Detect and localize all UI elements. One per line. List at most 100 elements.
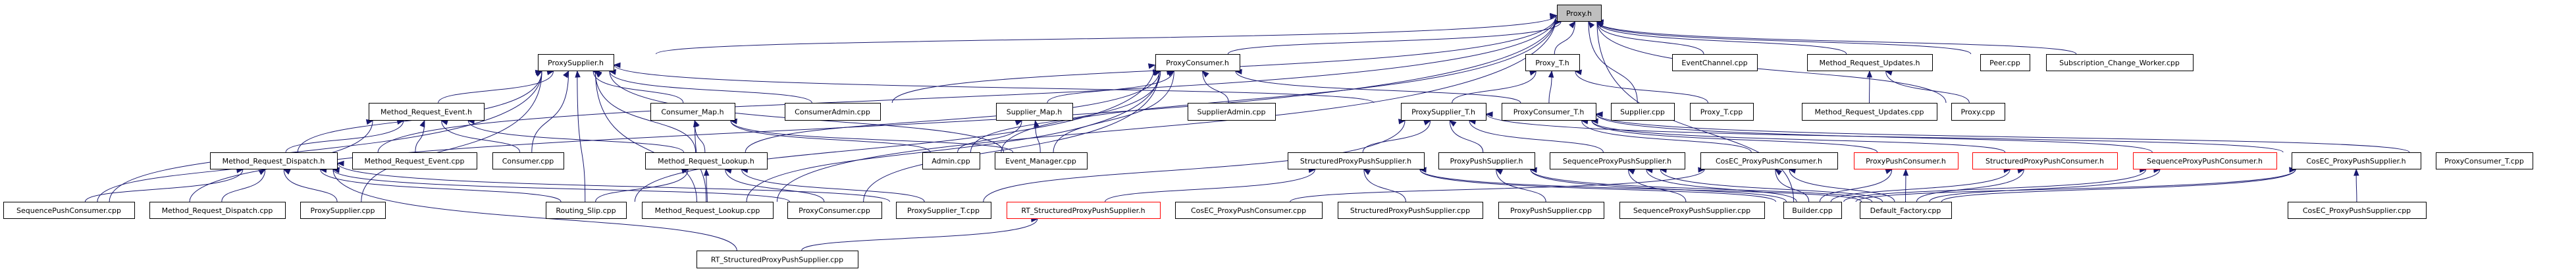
node-label: Supplier.cpp <box>1620 108 1665 117</box>
graph-node-routing-slip-cpp[interactable]: Routing_Slip.cpp <box>546 202 627 219</box>
graph-node-cosec-ppc-h[interactable]: CosEC_ProxyPushConsumer.h <box>1700 152 1838 169</box>
graph-node-proxy-h[interactable]: Proxy.h <box>1557 5 1602 22</box>
edge-arrowhead <box>703 168 710 176</box>
graph-node-peer-cpp[interactable]: Peer.cpp <box>1980 54 2030 71</box>
node-box <box>1980 54 2030 71</box>
graph-node-pps-h[interactable]: ProxyPushSupplier.h <box>1438 152 1535 169</box>
edge-arrowhead <box>563 70 569 78</box>
node-label: Proxy_T.cpp <box>1700 108 1743 117</box>
edge-arrowhead <box>1885 169 1893 175</box>
node-label: CosEC_ProxyPushConsumer.cpp <box>1191 206 1306 215</box>
graph-node-supplieradmin-cpp[interactable]: SupplierAdmin.cpp <box>1188 103 1276 121</box>
graph-node-proxy-cpp[interactable]: Proxy.cpp <box>1951 103 2005 121</box>
graph-node-proxysupplier-cpp[interactable]: ProxySupplier.cpp <box>300 202 386 219</box>
node-box <box>1611 103 1675 121</box>
graph-node-proxyconsumer-h[interactable]: ProxyConsumer.h <box>1155 54 1240 71</box>
edge-proxy-cpp-to-mr-updates-h <box>1885 71 1970 104</box>
node-box <box>787 202 882 219</box>
graph-node-event-manager-cpp[interactable]: Event_Manager.cpp <box>995 152 1088 169</box>
graph-node-proxysupplier-t-h[interactable]: ProxySupplier_T.h <box>1401 103 1486 121</box>
graph-node-seqppc-h[interactable]: SequenceProxyPushConsumer.h <box>2133 152 2277 169</box>
graph-node-proxy-t-h[interactable]: Proxy_T.h <box>1525 54 1580 71</box>
graph-node-subchange-cpp[interactable]: Subscription_Change_Worker.cpp <box>2046 54 2194 71</box>
node-box <box>1972 152 2118 169</box>
edge-structpps-cpp-to-structpps-h <box>1363 169 1406 202</box>
node-label: Peer.cpp <box>1989 59 2020 67</box>
graph-node-mr-event-cpp[interactable]: Method_Request_Event.cpp <box>352 152 477 169</box>
edge-proxysupplier-cpp-to-mr-dispatch-h <box>283 169 338 202</box>
graph-node-proxyconsumer-t-h[interactable]: ProxyConsumer_T.h <box>1502 103 1596 121</box>
node-box <box>2288 202 2427 219</box>
graph-node-consumer-cpp[interactable]: Consumer.cpp <box>492 152 564 169</box>
graph-node-builder-cpp[interactable]: Builder.cpp <box>1783 202 1842 219</box>
graph-node-mr-updates-h[interactable]: Method_Request_Updates.h <box>1807 54 1933 71</box>
node-label: Supplier_Map.h <box>1007 108 1063 117</box>
edge-seqppc-h-to-proxyconsumer-t-h <box>1596 113 2153 153</box>
graph-node-cosec-ppc-cpp[interactable]: CosEC_ProxyPushConsumer.cpp <box>1175 202 1323 219</box>
graph-node-consumeradmin-cpp[interactable]: ConsumerAdmin.cpp <box>785 103 881 121</box>
edge-builder-cpp-to-cosec-ppc-h <box>1775 169 1810 202</box>
node-box <box>645 152 768 169</box>
edge-mr-lookup-h-to-proxysupplier-h <box>594 71 697 153</box>
edge-proxyconsumer-t-cpp-to-proxyconsumer-t-h <box>1596 113 2410 153</box>
node-box <box>538 54 614 71</box>
node-label: ProxySupplier_T.cpp <box>907 206 980 215</box>
graph-node-proxyconsumer-t-cpp[interactable]: ProxyConsumer_T.cpp <box>2436 152 2533 169</box>
edge-arrowhead <box>1774 169 1783 175</box>
graph-node-pps-cpp[interactable]: ProxyPushSupplier.cpp <box>1498 202 1604 219</box>
graph-node-cosec-pps-cpp[interactable]: CosEC_ProxyPushSupplier.cpp <box>2288 202 2427 219</box>
edge-peer-cpp-to-proxy-h <box>1596 21 1972 55</box>
edge-arrowhead <box>693 119 699 128</box>
graph-node-mr-event-h[interactable]: Method_Request_Event.h <box>369 103 485 121</box>
node-label: ProxyConsumer.cpp <box>799 206 870 215</box>
graph-node-mr-dispatch-cpp[interactable]: Method_Request_Dispatch.cpp <box>149 202 286 219</box>
edge-seqpushconsumer-cpp-to-proxysupplier-h <box>109 71 542 202</box>
edge-mr-dispatch-h-to-proxy-h <box>377 15 1557 153</box>
graph-node-proxy-t-cpp[interactable]: Proxy_T.cpp <box>1690 103 1754 121</box>
edge-rt-structpps-h-to-structpps-h <box>1105 169 1315 202</box>
graph-node-structppc-h[interactable]: StructuredProxyPushConsumer.h <box>1972 152 2118 169</box>
node-box <box>1700 152 1838 169</box>
node-box <box>1951 103 2005 121</box>
node-box <box>697 251 858 268</box>
edge-subchange-cpp-to-proxy-h <box>1596 21 2077 55</box>
graph-node-proxysupplier-h[interactable]: ProxySupplier.h <box>538 54 614 71</box>
node-label: StructuredProxyPushSupplier.h <box>1300 157 1411 166</box>
graph-node-seqpps-h[interactable]: SequenceProxyPushSupplier.h <box>1550 152 1685 169</box>
graph-node-mr-lookup-h[interactable]: Method_Request_Lookup.h <box>645 152 768 169</box>
graph-node-rt-structpps-h[interactable]: RT_StructuredProxyPushSupplier.h <box>1007 202 1161 219</box>
graph-node-supplier-cpp[interactable]: Supplier.cpp <box>1611 103 1675 121</box>
node-label: Method_Request_Dispatch.cpp <box>162 206 273 215</box>
node-box <box>1401 103 1486 121</box>
node-label: Builder.cpp <box>1792 206 1832 215</box>
graph-node-mr-lookup-cpp[interactable]: Method_Request_Lookup.cpp <box>642 202 774 219</box>
graph-node-rt-structpps-cpp[interactable]: RT_StructuredProxyPushSupplier.cpp <box>697 251 858 268</box>
graph-node-mr-dispatch-h[interactable]: Method_Request_Dispatch.h <box>210 152 338 169</box>
node-box <box>650 103 735 121</box>
graph-node-proxysupplier-t-cpp[interactable]: ProxySupplier_T.cpp <box>896 202 991 219</box>
graph-node-seqpps-cpp[interactable]: SequenceProxyPushSupplier.cpp <box>1619 202 1765 219</box>
graph-node-supplier-map-h[interactable]: Supplier_Map.h <box>996 103 1073 121</box>
graph-node-structpps-cpp[interactable]: StructuredProxyPushSupplier.cpp <box>1338 202 1483 219</box>
graph-node-seqpushconsumer-cpp[interactable]: SequencePushConsumer.cpp <box>3 202 135 219</box>
graph-node-default-factory-cpp[interactable]: Default_Factory.cpp <box>1860 202 1952 219</box>
edge-arrowhead <box>258 169 266 175</box>
edge-seqpps-h-to-proxysupplier-t-h <box>1469 120 1604 153</box>
graph-node-proxyconsumer-cpp[interactable]: ProxyConsumer.cpp <box>787 202 882 219</box>
graph-node-mr-updates-cpp[interactable]: Method_Request_Updates.cpp <box>1802 103 1937 121</box>
node-label: SequenceProxyPushSupplier.h <box>1563 157 1671 166</box>
edge-cosec-ppc-h-to-proxyconsumer-t-h <box>1581 120 1752 153</box>
edge-cosec-ppc-cpp-to-cosec-ppc-h <box>1290 169 1705 202</box>
graph-node-eventchannel-cpp[interactable]: EventChannel.cpp <box>1672 54 1758 71</box>
node-box <box>492 152 564 169</box>
edge-proxysupplier-t-cpp-to-mr-dispatch-h <box>337 163 891 202</box>
graph-node-structpps-h[interactable]: StructuredProxyPushSupplier.h <box>1288 152 1425 169</box>
graph-node-ppc-h[interactable]: ProxyPushConsumer.h <box>1854 152 1958 169</box>
edge-default-factory-cpp-to-structppc-h <box>1916 169 2024 202</box>
node-label: Method_Request_Updates.h <box>1820 59 1920 67</box>
edge-event-manager-cpp-to-consumer-map-h <box>730 120 1014 153</box>
graph-node-cosec-pps-h[interactable]: CosEC_ProxyPushSupplier.h <box>2292 152 2421 169</box>
graph-node-consumer-map-h[interactable]: Consumer_Map.h <box>650 103 735 121</box>
edge-pps-h-to-proxysupplier-t-h <box>1449 120 1484 153</box>
graph-node-admin-cpp[interactable]: Admin.cpp <box>922 152 980 169</box>
